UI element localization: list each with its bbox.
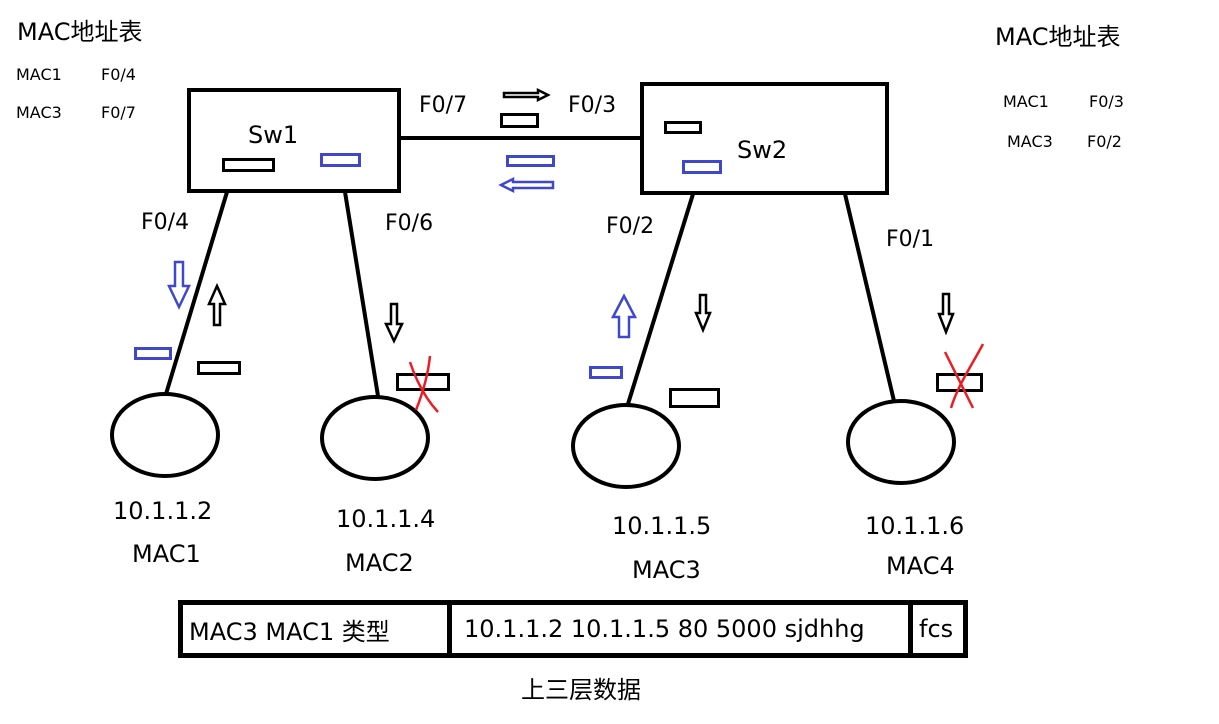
left-mac-table-title: MAC地址表 xyxy=(17,18,143,46)
switch-sw2-label: Sw2 xyxy=(737,136,788,164)
trunk-port-left: F0/7 xyxy=(419,93,468,118)
packet-reply-icon xyxy=(589,366,623,379)
link-sw1-host1 xyxy=(164,191,229,395)
host-4-mac: MAC4 xyxy=(886,552,955,580)
packet-reply-icon xyxy=(320,153,361,167)
arrow-left-icon xyxy=(498,176,555,194)
right-table-port: F0/3 xyxy=(1089,92,1124,111)
trunk-port-right: F0/3 xyxy=(568,93,617,118)
frame-caption: 上三层数据 xyxy=(521,676,641,704)
ethernet-frame: MAC3 MAC1 类型 10.1.1.2 10.1.1.5 80 5000 s… xyxy=(178,600,968,658)
packet-icon xyxy=(222,158,275,172)
packet-icon xyxy=(669,388,720,408)
link-sw2-host4 xyxy=(843,193,896,402)
drop-cross-icon xyxy=(408,355,439,413)
left-table-mac: MAC1 xyxy=(16,65,62,84)
packet-icon xyxy=(197,361,241,375)
arrow-right-icon xyxy=(502,87,551,103)
right-table-mac: MAC1 xyxy=(1003,92,1049,111)
switch-sw1 xyxy=(187,88,401,193)
packet-icon xyxy=(500,113,539,128)
frame-header: MAC3 MAC1 类型 xyxy=(183,605,452,653)
host-2-mac: MAC2 xyxy=(345,549,414,577)
host-1-ip: 10.1.1.2 xyxy=(113,497,213,525)
drop-cross-icon xyxy=(943,343,985,409)
arrow-down-icon xyxy=(937,292,955,336)
arrow-down-icon xyxy=(384,302,404,344)
host-1-icon xyxy=(110,392,220,478)
packet-reply-icon xyxy=(134,347,172,360)
link-sw1-host2 xyxy=(343,191,380,397)
switch-sw1-label: Sw1 xyxy=(248,121,299,149)
host-3-ip: 10.1.1.5 xyxy=(612,512,712,540)
host-2-ip: 10.1.1.4 xyxy=(336,505,436,533)
arrow-down-icon xyxy=(694,293,712,334)
right-table-mac: MAC3 xyxy=(1007,132,1053,151)
packet-reply-icon xyxy=(506,155,555,167)
host-3-icon xyxy=(571,403,681,489)
left-table-port: F0/4 xyxy=(101,65,136,84)
port-label-sw1-host1: F0/4 xyxy=(141,210,190,235)
arrow-down-icon xyxy=(167,260,191,310)
left-table-port: F0/7 xyxy=(101,103,136,122)
host-4-icon xyxy=(846,399,956,485)
arrow-up-icon xyxy=(207,282,227,327)
frame-payload: 10.1.1.2 10.1.1.5 80 5000 sjdhhg xyxy=(452,605,913,653)
right-table-port: F0/2 xyxy=(1087,132,1122,151)
arrow-up-icon xyxy=(610,293,638,339)
port-label-sw2-host4: F0/1 xyxy=(886,227,935,252)
right-mac-table-title: MAC地址表 xyxy=(995,23,1121,51)
host-4-ip: 10.1.1.6 xyxy=(865,512,965,540)
left-table-mac: MAC3 xyxy=(16,103,62,122)
host-3-mac: MAC3 xyxy=(632,556,701,584)
host-1-mac: MAC1 xyxy=(132,540,201,568)
port-label-sw1-host2: F0/6 xyxy=(385,211,434,236)
packet-reply-icon xyxy=(682,160,722,174)
port-label-sw2-host3: F0/2 xyxy=(606,214,655,239)
switch-sw2 xyxy=(640,82,889,195)
link-sw2-host3 xyxy=(626,193,695,405)
frame-trailer: fcs xyxy=(919,615,954,643)
host-2-icon xyxy=(320,395,430,481)
packet-icon xyxy=(664,121,702,134)
